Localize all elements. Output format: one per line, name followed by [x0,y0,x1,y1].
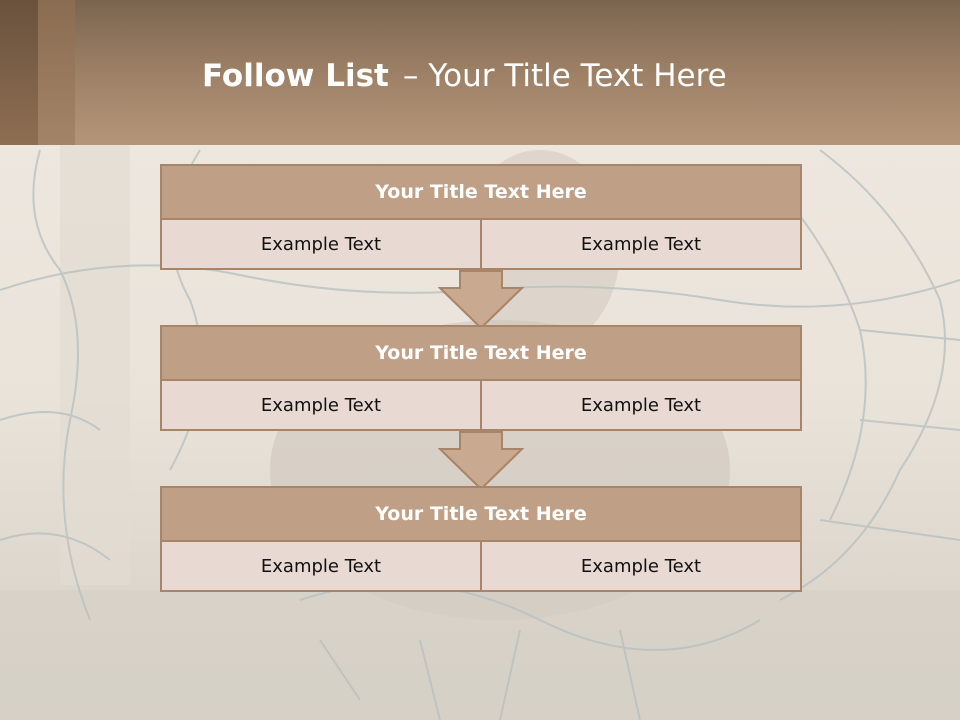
block-title: Your Title Text Here [160,325,802,381]
block-cell-left: Example Text [260,555,382,577]
block-cell-right: Example Text [480,542,800,590]
block-row: Example Text Example Text [160,381,802,431]
block-row: Example Text Example Text [160,542,802,592]
block-title: Your Title Text Here [160,486,802,542]
page-title: Follow List–Your Title Text Here [202,54,727,98]
title-bold: Follow List [202,58,389,94]
block-cell-left: Example Text [260,233,382,255]
down-arrow-icon [438,270,524,330]
title-dash: – [402,58,419,94]
header-band: Follow List–Your Title Text Here [0,0,960,145]
list-block-3: Your Title Text Here Example Text Exampl… [160,486,802,592]
block-cell-right: Example Text [480,220,800,268]
title-rest: Your Title Text Here [428,58,727,94]
block-row: Example Text Example Text [160,220,802,270]
block-cell-left: Example Text [260,394,382,416]
list-block-2: Your Title Text Here Example Text Exampl… [160,325,802,431]
list-block-1: Your Title Text Here Example Text Exampl… [160,164,802,270]
block-cell-right: Example Text [480,381,800,429]
block-title: Your Title Text Here [160,164,802,220]
header-accent-inner [38,0,75,145]
down-arrow-icon [438,431,524,491]
